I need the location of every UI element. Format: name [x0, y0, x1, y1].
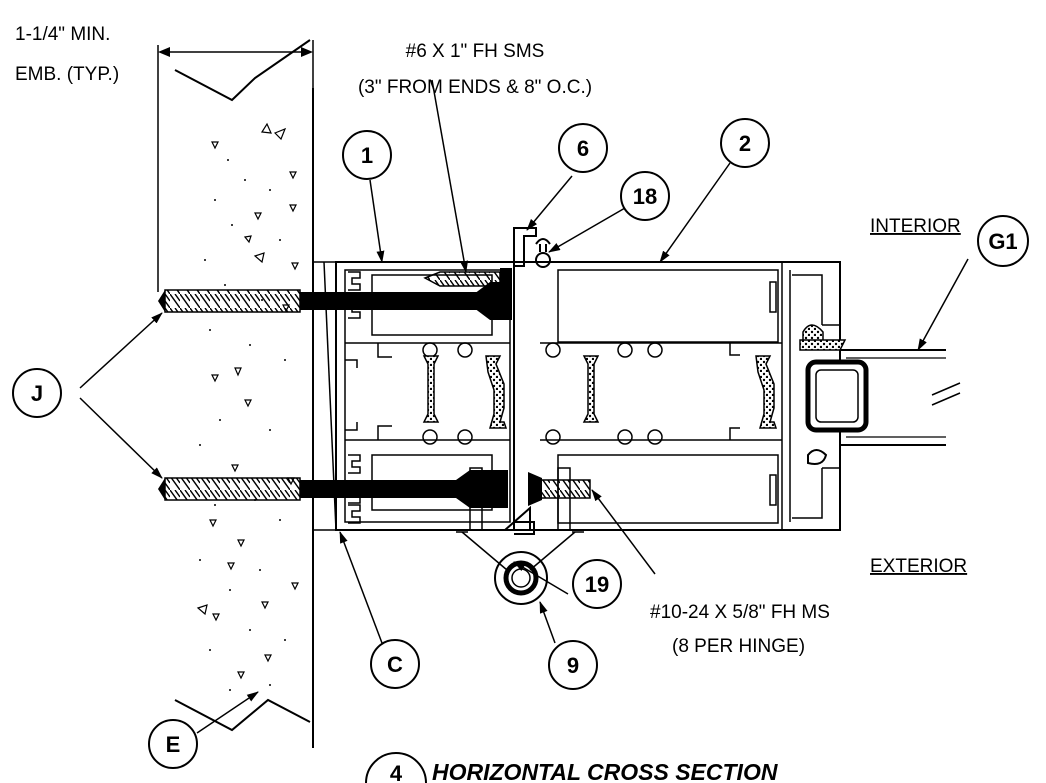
svg-text:J: J	[31, 381, 43, 406]
callout-c: C	[370, 639, 420, 689]
concrete-substrate	[174, 39, 314, 748]
svg-text:G1: G1	[988, 229, 1017, 254]
callout-6: 6	[558, 123, 608, 173]
callout-e: E	[148, 719, 198, 769]
detail-title: 4 HORIZONTAL CROSS SECTION	[365, 752, 778, 783]
callout-9: 9	[548, 640, 598, 690]
anchor-upper	[158, 282, 512, 320]
sms-note-line1: #6 X 1" FH SMS	[406, 41, 545, 62]
svg-text:1: 1	[361, 143, 373, 168]
svg-text:19: 19	[585, 572, 609, 597]
embedment-note-line1: 1-1/4" MIN.	[15, 24, 110, 45]
svg-text:9: 9	[567, 653, 579, 678]
ms-screw	[528, 472, 591, 506]
leader-lines	[79, 79, 969, 734]
interior-label: INTERIOR	[870, 216, 961, 237]
callout-g1: G1	[977, 215, 1029, 267]
anchor-lower	[158, 470, 508, 508]
ms-note-line1: #10-24 X 5/8" FH MS	[650, 602, 830, 623]
hinge-frame-profile	[335, 261, 515, 531]
callout-18: 18	[620, 171, 670, 221]
hinge-pin	[494, 551, 548, 605]
detail-title-text: HORIZONTAL CROSS SECTION	[432, 759, 778, 783]
embedment-dimension	[157, 40, 314, 292]
weatherstrip	[535, 238, 551, 268]
hinge-leaf	[456, 227, 584, 571]
callout-19: 19	[572, 559, 622, 609]
svg-text:C: C	[387, 652, 403, 677]
callout-2: 2	[720, 118, 770, 168]
svg-text:2: 2	[739, 131, 751, 156]
glass-unit	[805, 349, 961, 446]
exterior-label: EXTERIOR	[870, 556, 967, 577]
door-stile-profile	[513, 261, 847, 531]
sms-note-line2: (3" FROM ENDS & 8" O.C.)	[358, 77, 592, 98]
svg-text:6: 6	[577, 136, 589, 161]
svg-text:18: 18	[633, 184, 657, 209]
callout-j: J	[12, 368, 62, 418]
ms-note-line2: (8 PER HINGE)	[672, 636, 805, 657]
embedment-note-line2: EMB. (TYP.)	[15, 64, 119, 85]
sms-screw	[423, 268, 512, 290]
callout-1: 1	[342, 130, 392, 180]
svg-text:E: E	[166, 732, 181, 757]
detail-number: 4	[390, 761, 403, 783]
